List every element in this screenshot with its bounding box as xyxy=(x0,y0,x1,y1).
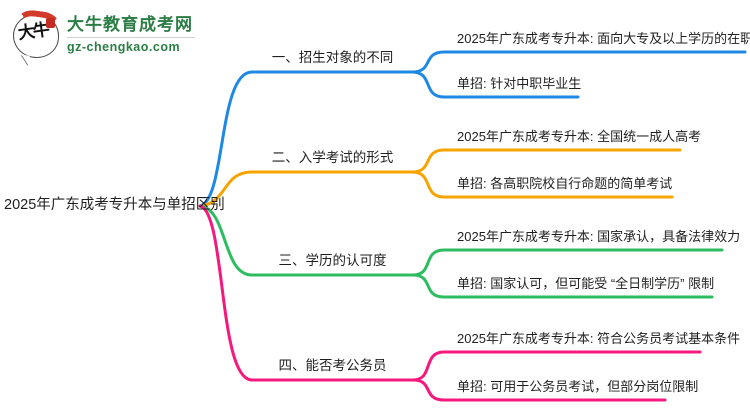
logo-characters: 大牛 xyxy=(16,20,50,43)
leaf-3b: 单招: 国家认可，但可能受 “全日制学历” 限制 xyxy=(457,276,715,291)
logo-divider xyxy=(67,37,195,38)
site-url: gz-chengkao.com xyxy=(67,40,181,54)
branch2-edges xyxy=(198,148,682,208)
logo-seal-icon xyxy=(46,18,55,28)
leaf-4b: 单招: 可用于公务员考试，但部分岗位限制 xyxy=(457,379,699,394)
logo-text-block: 大牛教育成考网 gz-chengkao.com xyxy=(67,14,195,54)
branch-label-1: 一、招生对象的不同 xyxy=(271,50,394,65)
branch-label-4: 四、能否考公务员 xyxy=(278,358,387,373)
leaf-2a: 2025年广东成考专升本: 全国统一成人高考 xyxy=(457,129,702,144)
branch-label-2: 二、入学考试的形式 xyxy=(271,150,394,165)
root-topic: 2025年广东成考专升本与单招区别 xyxy=(4,197,225,213)
logo-bubble-tail xyxy=(19,54,30,65)
branch1-edges xyxy=(198,50,747,208)
branch4-edges xyxy=(198,204,702,402)
site-name: 大牛教育成考网 xyxy=(67,15,193,34)
leaf-2b: 单招: 各高职院校自行命题的简单考试 xyxy=(457,176,673,191)
branch-label-3: 三、学历的认可度 xyxy=(278,253,387,268)
site-logo: 大牛 大牛教育成考网 gz-chengkao.com xyxy=(13,8,195,65)
leaf-1b: 单招: 针对中职毕业生 xyxy=(457,76,582,91)
leaf-1a: 2025年广东成考专升本: 面向大专及以上学历的在职人员 xyxy=(457,31,750,46)
leaf-4a: 2025年广东成考专升本: 符合公务员考试基本条件 xyxy=(457,331,741,346)
branch3-edges xyxy=(198,204,724,299)
leaf-3a: 2025年广东成考专升本: 国家承认，具备法律效力 xyxy=(457,229,741,244)
logo-bubble-icon: 大牛 xyxy=(13,8,62,65)
